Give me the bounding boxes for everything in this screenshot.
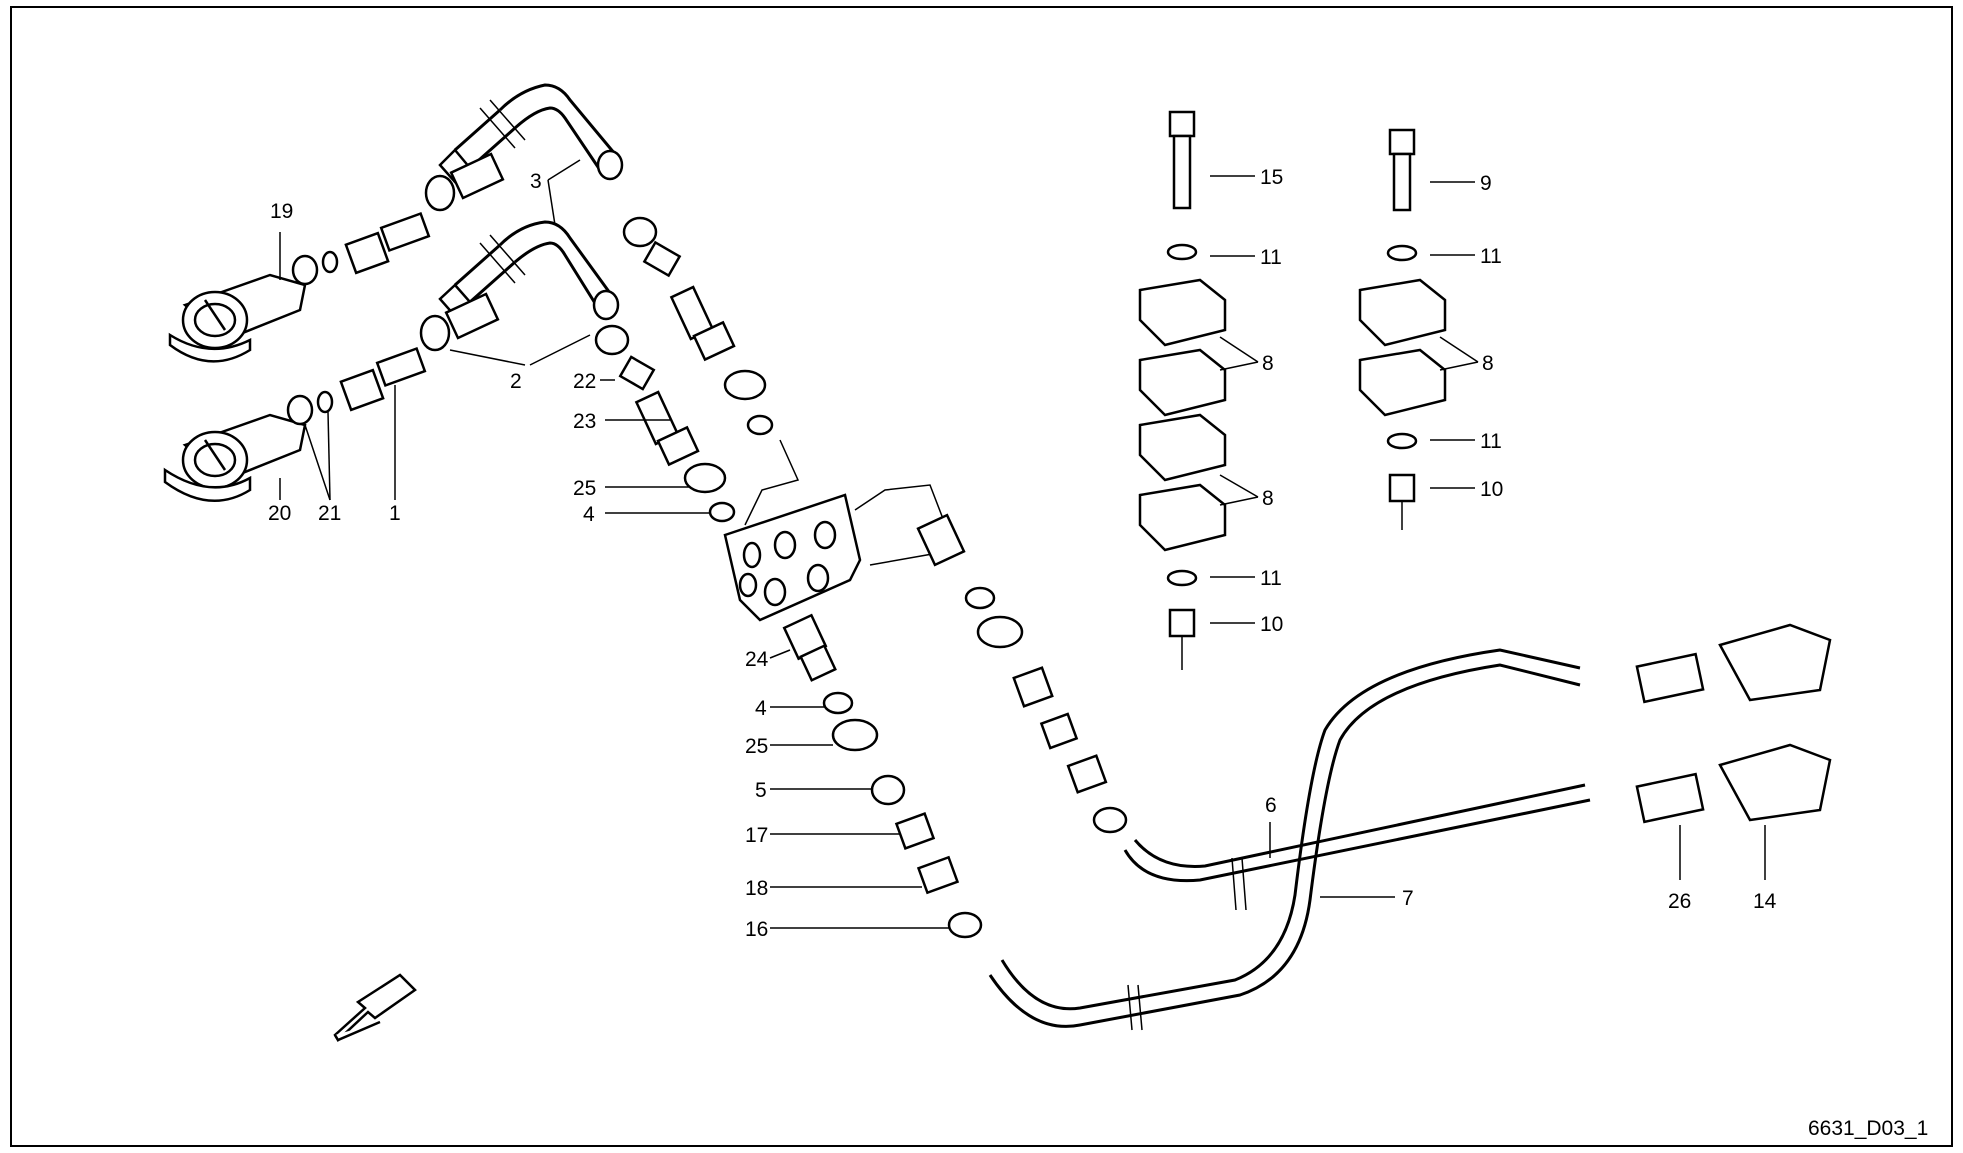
callout-1: 1 (389, 502, 401, 525)
fittings-lower-row (286, 292, 500, 426)
bolt-stack-right (1358, 128, 1447, 530)
callout-23: 23 (573, 410, 596, 433)
bolt-stack-left (1138, 110, 1227, 670)
callout-8-a: 8 (1262, 352, 1274, 375)
callout-4-upper: 4 (583, 503, 595, 526)
callout-16: 16 (745, 918, 768, 941)
callout-11-b: 11 (1260, 567, 1282, 590)
callout-25-upper: 25 (573, 477, 596, 500)
callout-9: 9 (1480, 172, 1492, 195)
flange-19 (168, 273, 307, 363)
leader-lines (279, 159, 1766, 929)
callout-6: 6 (1265, 794, 1277, 817)
callout-5: 5 (755, 779, 767, 802)
fitting-chain-22-23 (594, 324, 736, 523)
callout-labels: 19 20 21 1 2 3 22 23 25 4 24 4 25 5 17 1… (268, 166, 1777, 941)
callout-22: 22 (573, 370, 596, 393)
callout-18: 18 (745, 877, 768, 900)
callout-15: 15 (1260, 166, 1283, 189)
callout-25-lower: 25 (745, 735, 768, 758)
fitting-26-lower (1635, 743, 1832, 824)
callout-3: 3 (530, 170, 542, 193)
pipe-7 (988, 648, 1581, 1031)
drawing-frame (10, 6, 1953, 1147)
callout-26: 26 (1668, 890, 1691, 913)
callout-17: 17 (745, 824, 768, 847)
fitting-chain-upper (622, 216, 774, 436)
callout-19: 19 (270, 200, 293, 223)
fittings-upper-row (291, 152, 505, 286)
fitting-chain-center-right (916, 513, 1128, 834)
callout-8-b: 8 (1262, 487, 1274, 510)
fitting-chain-lower-left (782, 613, 983, 939)
callout-11-a: 11 (1260, 246, 1282, 269)
orientation-arrow (333, 973, 417, 1042)
callout-4-lower: 4 (755, 697, 767, 720)
flange-20 (163, 413, 307, 502)
bulkhead-plate (723, 439, 957, 622)
callout-20: 20 (268, 502, 291, 525)
callout-24: 24 (745, 648, 769, 671)
callout-2: 2 (510, 370, 522, 393)
callout-10-a: 10 (1260, 613, 1283, 636)
callout-21: 21 (318, 502, 341, 525)
callout-7: 7 (1402, 887, 1414, 910)
callout-10-b: 10 (1480, 478, 1503, 501)
fitting-26-upper (1635, 623, 1832, 704)
drawing-reference-code: 6631_D03_1 (1808, 1117, 1928, 1140)
callout-11-d: 11 (1480, 430, 1502, 453)
callout-11-c: 11 (1480, 245, 1502, 268)
callout-14: 14 (1753, 890, 1777, 913)
callout-8-c: 8 (1482, 352, 1494, 375)
pipe-6 (1123, 783, 1591, 911)
